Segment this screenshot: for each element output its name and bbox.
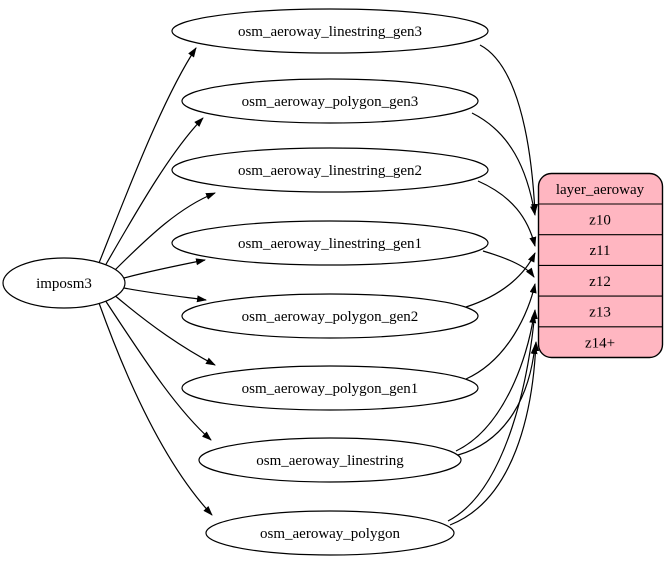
edge-imposm3-linestring-gen3 [98,47,197,264]
table-label: osm_aeroway_polygon [260,526,400,542]
edge-polygon-z13 [447,309,538,522]
edge-imposm3-polygon [98,302,213,516]
layer-title: layer_aeroway [556,182,645,198]
table-label: osm_aeroway_polygon_gen1 [242,381,419,397]
layer-row-z11: z11 [589,243,610,259]
edge-linestring-gen3-z10 [479,44,539,214]
edge-imposm3-linestring-gen2 [112,192,216,273]
table-ellipse [181,78,479,124]
edge-polygon-gen3-z10 [471,112,537,216]
layer-row-z13: z13 [589,305,611,321]
table-label: osm_aeroway_linestring_gen3 [238,24,422,40]
edge-polygon-gen1-z12 [465,283,537,380]
edge-linestring-gen2-z11 [477,180,537,247]
node-osm-aeroway-polygon-gen1: osm_aeroway_polygon_gen1 [181,365,479,411]
table-ellipse [205,510,455,556]
node-osm-aeroway-polygon: osm_aeroway_polygon [205,510,455,556]
edge-imposm3-polygon-gen1 [112,293,216,366]
edges-source-to-tables [98,47,216,516]
edge-imposm3-linestring [104,299,212,441]
table-label: osm_aeroway_linestring [256,453,404,469]
node-osm-aeroway-linestring-gen3: osm_aeroway_linestring_gen3 [171,8,489,54]
edge-polygon-z14 [449,341,540,526]
table-ellipse [198,437,462,483]
table-label: osm_aeroway_linestring_gen1 [238,236,422,252]
node-osm-aeroway-polygon-gen3: osm_aeroway_polygon_gen3 [181,78,479,124]
table-label: osm_aeroway_polygon_gen3 [242,94,419,110]
node-osm-aeroway-linestring: osm_aeroway_linestring [198,437,462,483]
table-ellipse [171,8,489,54]
edge-imposm3-linestring-gen1 [123,258,206,279]
table-ellipse [181,365,479,411]
edge-linestring-gen1-z12 [482,250,535,278]
layer-row-z14: z14+ [585,335,615,351]
table-label: osm_aeroway_linestring_gen2 [238,163,422,179]
layer-row-z12: z12 [589,274,611,290]
node-layer-aeroway: layer_aeroway z10 z11 z12 z13 z14+ [537,172,664,359]
edge-polygon-gen2-z11 [465,252,536,308]
edges-tables-to-layer [447,44,540,526]
edge-imposm3-polygon-gen3 [104,117,204,267]
node-imposm3: imposm3 [2,257,126,309]
imposm3-label: imposm3 [36,276,92,292]
layer-row-z10: z10 [589,213,611,229]
node-osm-aeroway-linestring-gen1: osm_aeroway_linestring_gen1 [171,220,489,266]
table-ellipse [171,147,489,193]
edge-imposm3-polygon-gen2 [123,287,207,303]
table-label: osm_aeroway_polygon_gen2 [242,309,419,325]
node-osm-aeroway-polygon-gen2: osm_aeroway_polygon_gen2 [181,293,479,339]
table-ellipse [171,220,489,266]
table-ellipse [181,293,479,339]
edge-linestring-z14 [457,344,538,456]
node-osm-aeroway-linestring-gen2: osm_aeroway_linestring_gen2 [171,147,489,193]
imposm3-ellipse [2,257,126,309]
edge-linestring-z13 [455,313,537,452]
